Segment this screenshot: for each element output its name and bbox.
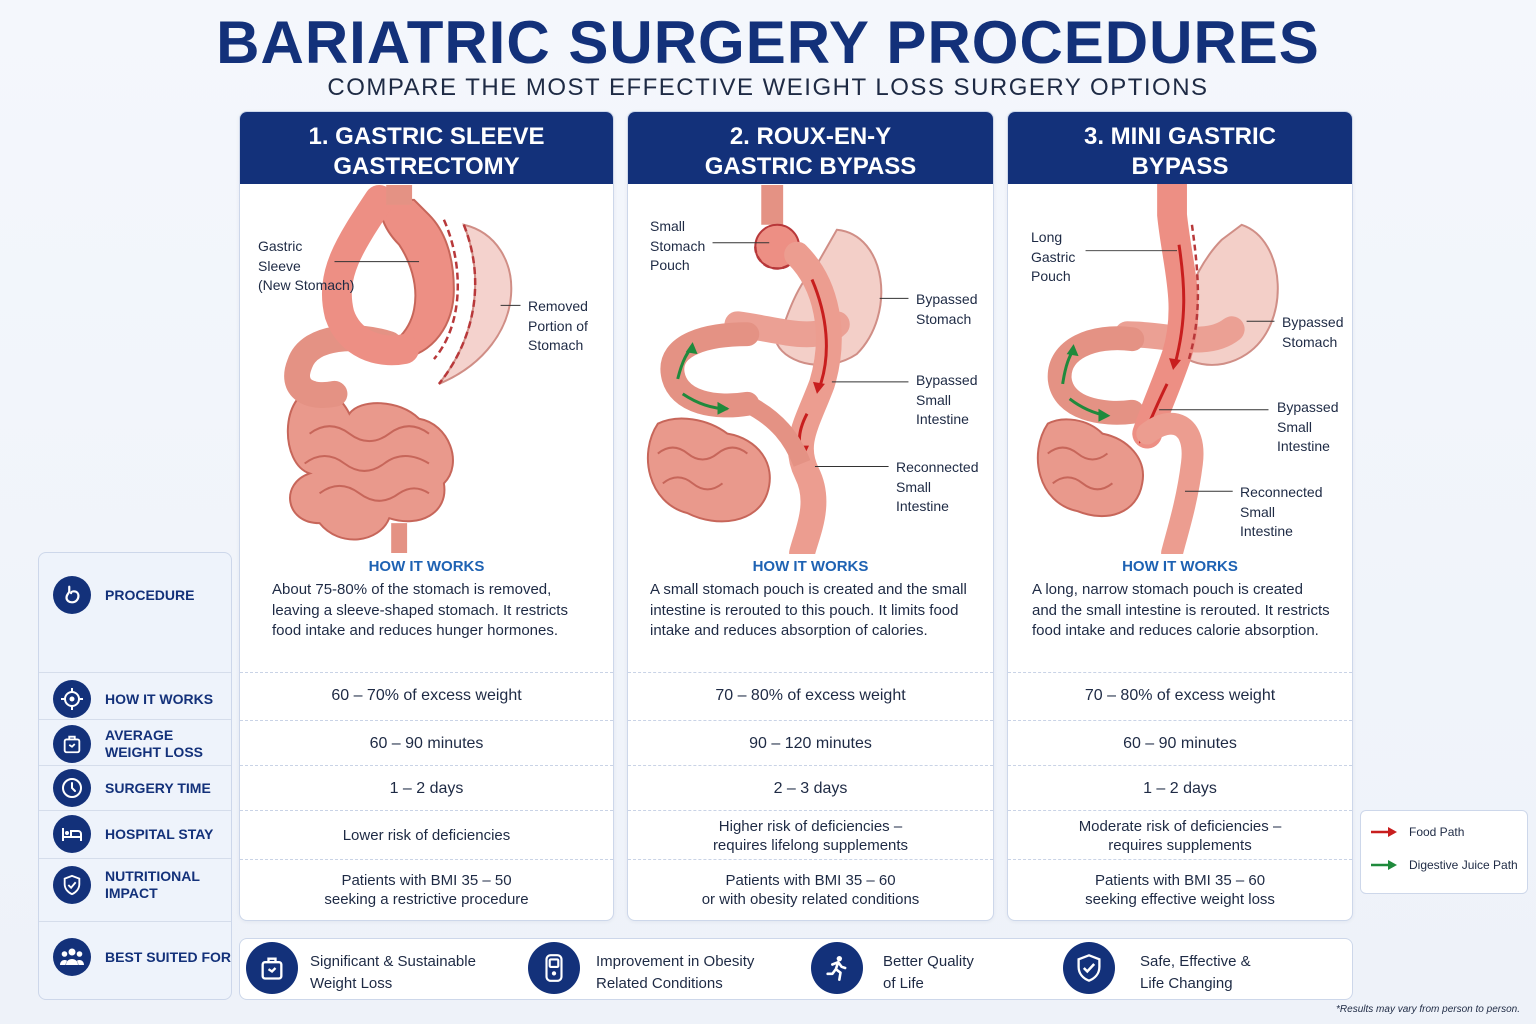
how-it-works-text: About 75-80% of the stomach is removed, … [272,581,568,640]
label-small-pouch: Small Stomach Pouch [650,218,706,273]
roux-en-y-illustration [646,185,909,554]
side-row-suited: BEST SUITED FOR [39,937,231,977]
label-bypassed-intestine: Bypassed Small Intestine [1277,399,1339,454]
side-label: BEST SUITED FOR [105,948,232,965]
procedure-column-roux-en-y: 2. ROUX-EN-Y GASTRIC BYPASS Small Stomac… [627,111,994,921]
legend-food-path: Food Path [1371,825,1464,839]
column-title-line: GASTRIC BYPASS [704,152,917,180]
surgery-time-value: 90 – 120 minutes [749,735,872,752]
side-row-stay: HOSPITAL STAY [39,814,231,854]
how-it-works-text: A small stomach pouch is created and the… [650,581,967,640]
benefits-bar: Significant & Sustainable Weight Loss Im… [239,938,1353,1000]
label-bypassed-stomach: Bypassed Stomach [916,291,978,327]
side-label: SURGERY TIME [105,779,211,796]
weight-loss-value: 60 – 70% of excess weight [331,687,522,704]
bed-icon [53,815,91,853]
target-icon [53,680,91,718]
label-long-pouch: Long Gastric Pouch [1031,229,1076,284]
hospital-stay-value: 1 – 2 days [1143,780,1217,797]
clock-icon [53,769,91,807]
benefit-text: Improvement in Obesity Related Condition… [596,953,755,992]
green-arrow-icon [1371,860,1397,870]
mini-gastric-bypass-illustration [1036,184,1279,554]
nutrition-line: Moderate risk of deficiencies – [1078,817,1282,835]
suited-value: Patients with BMI 35 – 50 seeking a rest… [240,864,613,916]
scale-icon [53,725,91,763]
side-label: AVERAGE WEIGHT LOSS [105,727,203,760]
procedure-column-mini-bypass: 3. MINI GASTRIC BYPASS Long Gastric Pouc… [1007,111,1353,921]
side-label: HOW IT WORKS [105,690,214,707]
legend-label: Digestive Juice Path [1409,858,1518,872]
nutrition-value: Moderate risk of deficiencies – requires… [1008,812,1352,860]
nutrition-line: requires supplements [1108,837,1252,854]
legend-juice-path: Digestive Juice Path [1371,858,1518,872]
surgery-time-value: 60 – 90 minutes [369,735,484,752]
side-row-time: SURGERY TIME [39,768,231,808]
procedure-column-sleeve: 1. GASTRIC SLEEVE GASTRECTOMY Gastric Sl… [239,111,614,921]
glucose-meter-icon [528,942,580,994]
label-bypassed-stomach: Bypassed Stomach [1282,314,1344,350]
suited-line: seeking effective weight loss [1085,891,1275,908]
legend-label: Food Path [1409,825,1465,839]
column-title-line: GASTRECTOMY [333,152,520,180]
shield-icon [53,866,91,904]
nutrition-line: Lower risk of deficiencies [342,827,511,845]
scale-icon [246,942,298,994]
column-title-line: BYPASS [1131,152,1229,180]
label-removed-portion: Removed Portion of Stomach [528,298,588,353]
side-row-weight: AVERAGE WEIGHT LOSS [39,724,231,764]
column-title-line: 3. MINI GASTRIC [1083,122,1276,150]
label-gastric-sleeve: Gastric Sleeve (New Stomach) [258,238,355,293]
benefit-text: Better Quality of Life [883,953,974,992]
nutrition-line: Higher risk of deficiencies – [718,817,903,835]
suited-line: Patients with BMI 35 – 50 [341,871,512,889]
page-title: BARIATRIC SURGERY PROCEDURES [216,9,1320,76]
weight-loss-value: 70 – 80% of excess weight [1084,687,1276,704]
side-label: NUTRITIONAL IMPACT [105,868,200,901]
row-labels-panel: PROCEDURE HOW IT WORKS AVERAGE WEIGHT LO… [38,552,232,1000]
runner-icon [811,942,863,994]
nutrition-value: Higher risk of deficiencies – requires l… [628,812,993,860]
page-subtitle: COMPARE THE MOST EFFECTIVE WEIGHT LOSS S… [327,74,1209,101]
nutrition-line: requires lifelong supplements [712,837,909,854]
nutrition-value: Lower risk of deficiencies [240,812,613,860]
hospital-stay-value: 2 – 3 days [773,780,848,797]
how-it-works-title: HOW IT WORKS [1122,558,1238,575]
side-row-nutrition: NUTRITIONAL IMPACT [39,865,231,905]
side-label: HOSPITAL STAY [105,825,214,842]
how-it-works-title: HOW IT WORKS [368,558,485,575]
path-legend: Food Path Digestive Juice Path [1360,810,1528,894]
suited-line: Patients with BMI 35 – 60 [725,871,896,889]
column-header: 1. GASTRIC SLEEVE GASTRECTOMY [240,112,613,184]
column-title-line: 1. GASTRIC SLEEVE [308,122,545,150]
side-row-how: HOW IT WORKS [39,679,231,719]
red-arrow-icon [1371,827,1397,837]
footnote: *Results may vary from person to person. [1336,1004,1520,1015]
stomach-icon [53,576,91,614]
side-row-procedure: PROCEDURE [39,575,231,615]
suited-line: or with obesity related conditions [701,891,920,908]
label-bypassed-intestine: Bypassed Small Intestine [916,372,978,427]
suited-value: Patients with BMI 35 – 60 seeking effect… [1008,864,1352,916]
how-it-works-title: HOW IT WORKS [752,558,869,575]
shield-check-icon [1063,942,1115,994]
suited-line: Patients with BMI 35 – 60 [1094,871,1266,889]
how-it-works-text: A long, narrow stomach pouch is created … [1032,581,1330,640]
label-reconnected-intestine: Reconnected Small Intestine [896,459,979,514]
weight-loss-value: 70 – 80% of excess weight [715,687,906,704]
column-title-line: 2. ROUX-EN-Y [729,122,892,150]
suited-line: seeking a restrictive procedure [324,891,529,908]
benefit-text: Safe, Effective & Life Changing [1140,953,1251,992]
people-icon [53,938,91,976]
benefit-text: Significant & Sustainable Weight Loss [310,953,476,992]
sleeve-gastrectomy-illustration [284,184,521,554]
hospital-stay-value: 1 – 2 days [389,780,464,797]
column-header: 2. ROUX-EN-Y GASTRIC BYPASS [628,112,993,184]
suited-value: Patients with BMI 35 – 60 or with obesit… [628,864,993,916]
side-label: PROCEDURE [105,586,195,603]
label-reconnected-intestine: Reconnected Small Intestine [1240,484,1323,539]
surgery-time-value: 60 – 90 minutes [1123,735,1237,752]
column-header: 3. MINI GASTRIC BYPASS [1008,112,1352,184]
